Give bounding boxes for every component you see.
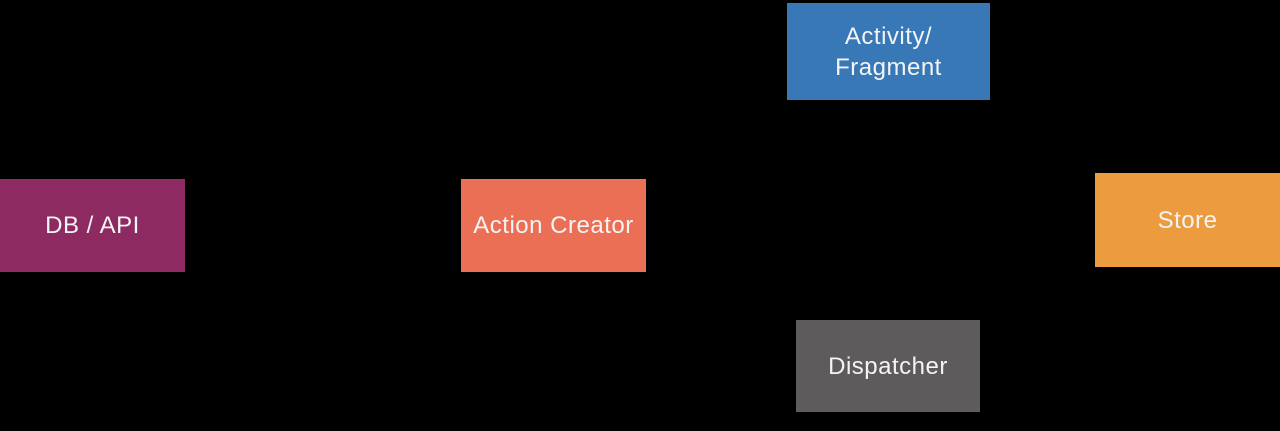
node-db-api: DB / API (0, 179, 185, 272)
node-activity-fragment: Activity/ Fragment (787, 3, 990, 100)
node-activity-fragment-label-line1: Activity/ (844, 22, 933, 50)
node-action-creator-label: Action Creator (473, 212, 634, 239)
node-store-label: Store (1157, 206, 1218, 234)
node-dispatcher: Dispatcher (796, 320, 980, 412)
node-dispatcher-label: Dispatcher (828, 352, 948, 380)
node-activity-fragment-label-line2: Fragment (835, 53, 942, 81)
node-action-creator: Action Creator (461, 179, 646, 272)
node-db-api-label: DB / API (45, 212, 140, 239)
node-store: Store (1095, 173, 1280, 267)
